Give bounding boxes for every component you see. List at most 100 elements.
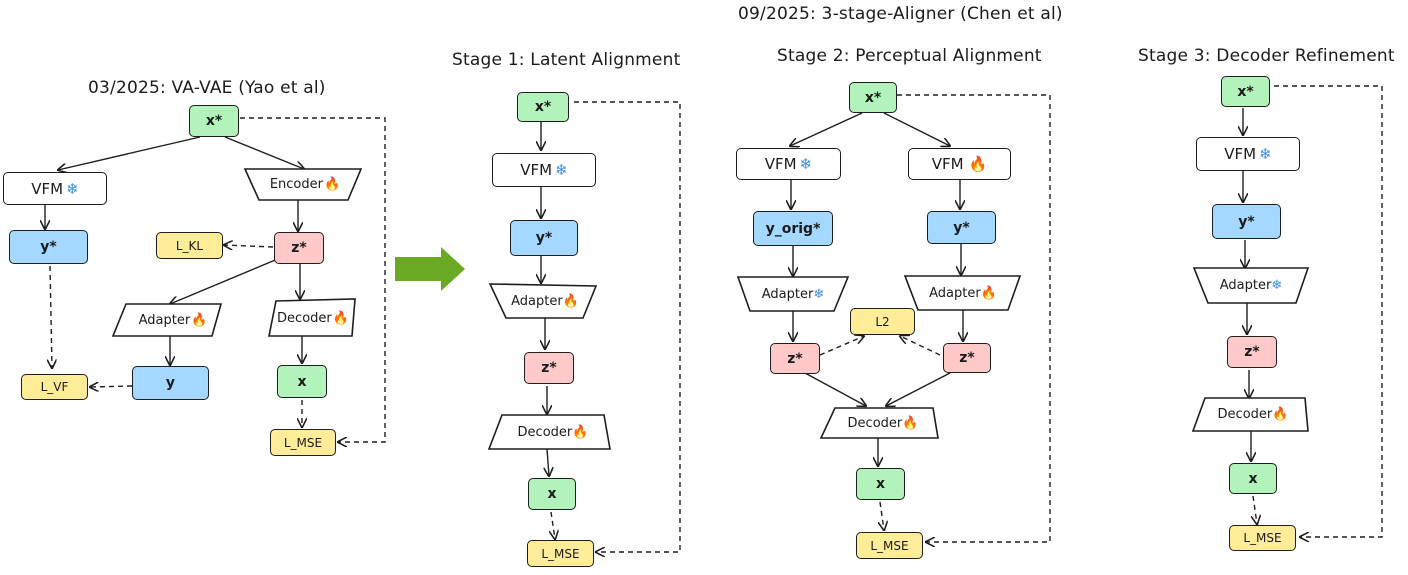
s2-adapter-train-node: Adapter 🔥 [915,276,1011,310]
s2-y-orig-node: y_orig* [753,211,833,246]
vavae-l-kl-node: L_KL [156,232,223,259]
s1-adapter-shape [488,283,598,319]
s3-decoder-node: Decoder 🔥 [1200,398,1306,431]
edge-s1-decoder-to-x [547,448,549,476]
edge-z-to-adapter [170,257,281,304]
edge-z-to-lkl [224,245,274,247]
edge-s3-x-to-lmse [1253,495,1257,524]
transition-arrow-icon [395,247,465,291]
vavae-adapter-label: Adapter [138,312,191,328]
vavae-encoder-node: Encoder 🔥 [259,169,351,200]
s2-decoder-shape [819,407,939,439]
s2-x-star-node: x* [849,82,897,113]
edge-s2-zright-to-l2 [900,336,941,356]
s1-decoder-label: Decoder [517,424,573,440]
snowflake-icon: ❄ [813,286,825,302]
s3-l-mse-node: L_MSE [1229,525,1296,551]
s2-adapter-frozen-node: Adapter ❄ [748,277,838,311]
edge-y-star-to-lvf [50,265,52,368]
vavae-vfm-node: VFM ❄ [3,172,107,205]
snowflake-icon: ❄ [1259,145,1272,163]
edge-s2-x-to-vfm-train [883,112,950,146]
edge-s2-zleft-to-decoder [804,372,866,406]
fire-icon: 🔥 [562,294,579,309]
s1-l-mse-node: L_MSE [527,540,594,567]
s1-decoder-node: Decoder 🔥 [500,415,606,449]
s1-adapter-label: Adapter [511,294,563,309]
s2-adapter-train-shape [903,275,1022,311]
vavae-x-node: x [277,365,327,398]
s3-vfm-node: VFM ❄ [1196,137,1300,171]
fire-icon: 🔥 [191,312,208,328]
vavae-decoder-label: Decoder [277,311,332,326]
s2-adapter-frozen-shape [736,276,850,312]
fire-icon: 🔥 [980,285,997,301]
s3-x-node: x [1229,463,1277,494]
s3-decoder-label: Decoder [1217,407,1273,422]
vavae-encoder-label: Encoder [269,177,323,192]
stage3-title: Stage 3: Decoder Refinement [1138,46,1395,66]
s1-x-star-node: x* [517,92,569,122]
snowflake-icon: ❄ [1271,278,1283,293]
vavae-y-star-node: y* [9,230,88,264]
s1-vfm-node: VFM ❄ [492,153,596,187]
edge-s2-zleft-to-l2 [819,336,864,356]
s2-x-node: x [856,468,905,500]
fire-icon: 🔥 [332,311,349,326]
s2-l-mse-node: L_MSE [856,532,923,559]
fire-icon: 🔥 [902,415,919,431]
fire-icon: 🔥 [572,424,589,440]
edge-s1-xstar-to-lmse [574,101,681,552]
s2-z-left-node: z* [770,343,820,374]
s1-x-node: x [528,478,576,510]
fire-icon: 🔥 [1272,407,1289,422]
edge-s2-x-to-lmse [880,501,884,530]
s1-adapter-node: Adapter 🔥 [498,285,592,318]
edge-y-to-lvf [90,386,133,387]
edge-s1-x-to-lmse [551,511,555,539]
s1-z-star-node: z* [524,352,574,384]
s3-vfm-label: VFM [1224,145,1257,163]
s3-y-star-node: y* [1212,204,1281,239]
s2-l2-node: L2 [850,308,915,335]
vavae-x-star-node: x* [189,105,239,137]
s2-decoder-node: Decoder 🔥 [833,408,933,438]
vavae-adapter-node: Adapter 🔥 [126,304,220,336]
snowflake-icon: ❄ [555,161,568,179]
s3-adapter-node: Adapter ❄ [1202,268,1300,303]
s2-vfm-frozen-node: VFM ❄ [736,148,841,180]
encoder-shape [243,168,363,201]
adapter-shape [111,303,223,337]
s3-x-star-node: x* [1221,76,1270,107]
edge-s2-xstar-to-lmse [897,94,1051,542]
s3-adapter-label: Adapter [1219,278,1272,293]
snowflake-icon: ❄ [66,179,79,198]
s3-decoder-shape [1191,397,1309,432]
s3-z-star-node: z* [1227,336,1277,368]
vavae-l-vf-node: L_VF [21,374,88,400]
stage2-title: Stage 2: Perceptual Alignment [777,46,1042,66]
s2-z-right-node: z* [943,343,991,373]
snowflake-icon: ❄ [799,155,813,173]
s1-vfm-label: VFM [520,161,553,179]
s2-adapter-train-label: Adapter [929,285,981,301]
s1-y-star-node: y* [510,220,578,256]
s2-vfm-train-node: VFM 🔥 [908,148,1011,180]
s2-adapter-frozen-label: Adapter [761,286,814,302]
s2-vfm-train-label: VFM [931,155,964,173]
s1-decoder-shape [487,414,611,450]
decoder-shape [268,298,356,337]
vavae-vfm-label: VFM [31,179,64,198]
vavae-title: 03/2025: VA-VAE (Yao et al) [88,78,326,98]
fire-icon: 🔥 [323,177,341,192]
edge-x-to-encoder [224,136,304,169]
s2-y-star-node: y* [927,211,996,244]
s3-adapter-shape [1192,267,1310,304]
vavae-l-mse-node: L_MSE [270,429,336,456]
vavae-decoder-node: Decoder 🔥 [270,301,356,336]
s2-vfm-frozen-label: VFM [764,155,797,173]
edge-s2-zright-to-decoder [886,372,951,406]
vavae-z-star-node: z* [274,232,324,264]
